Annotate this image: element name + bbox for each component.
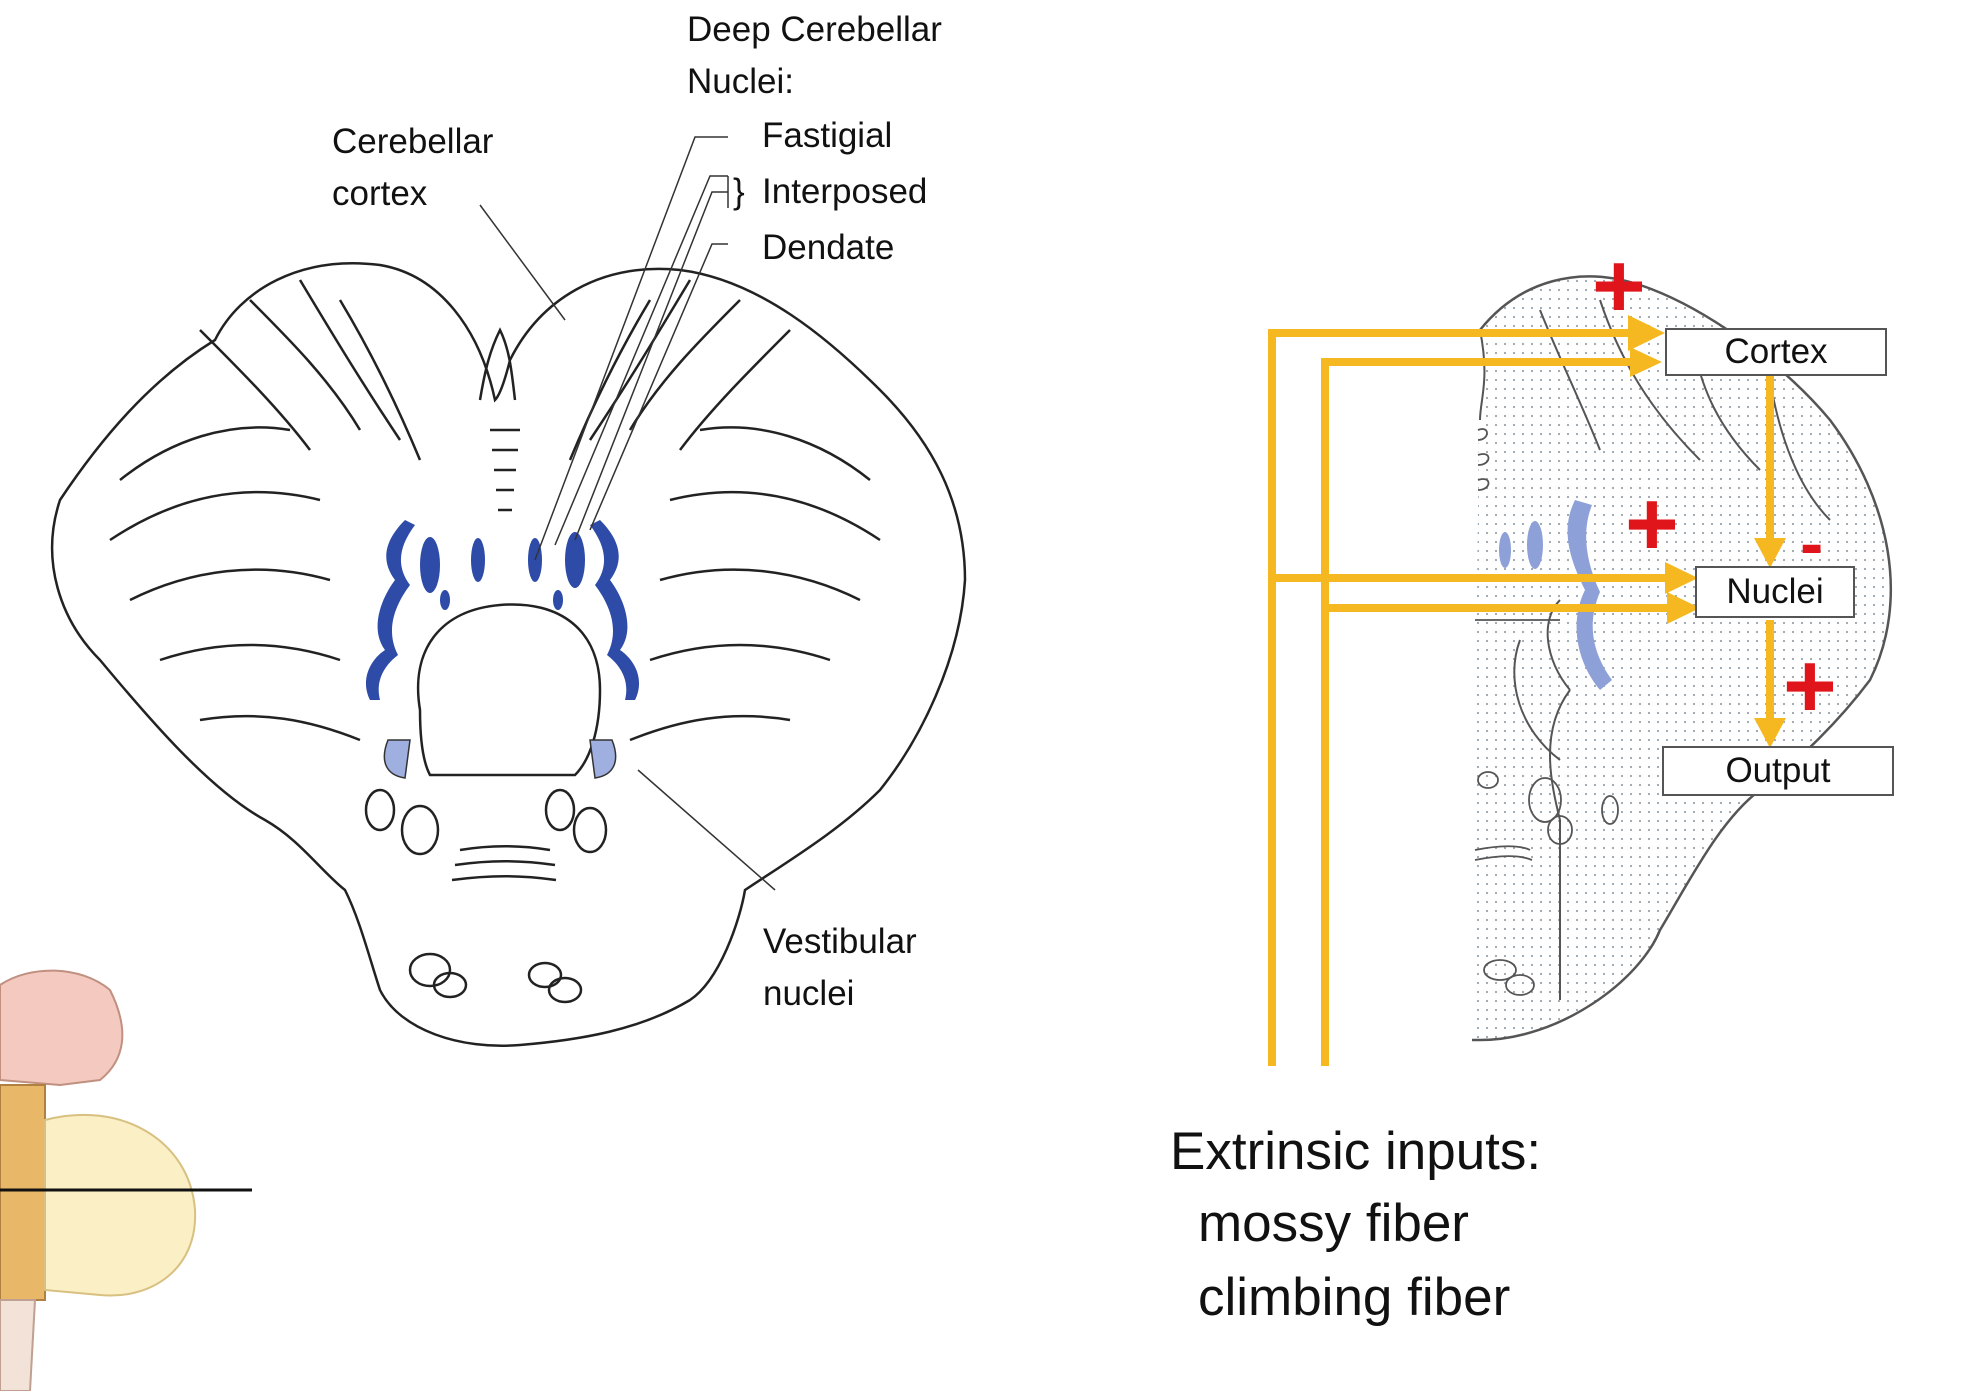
cerebellum-half-faded xyxy=(1472,275,1892,1042)
output-box: Output xyxy=(1662,746,1894,796)
dentate-nucleus-right xyxy=(590,520,640,700)
interposed-bracket: } xyxy=(733,172,745,211)
nuclei-box: Nuclei xyxy=(1695,566,1855,618)
fourth-ventricle xyxy=(416,603,602,777)
excitatory-sign-nuclei: + xyxy=(1625,473,1679,575)
deep-nuclei-heading-line2: Nuclei: xyxy=(687,62,794,101)
dentate-nucleus-left xyxy=(365,520,415,700)
fastigial-nucleus-left xyxy=(471,538,485,582)
leader-lines xyxy=(479,136,776,891)
brainstem-thumbnail xyxy=(0,969,252,1391)
cerebellar-cortex-label: Cerebellar cortex xyxy=(332,116,493,220)
dendate-label: Dendate xyxy=(762,228,895,267)
vestibular-nuclei-highlight xyxy=(383,739,617,779)
arrow-heads xyxy=(1628,315,1786,748)
vestibular-nuclei-label: Vestibular nuclei xyxy=(763,916,917,1020)
excitatory-sign-cortex: + xyxy=(1592,235,1646,337)
cortex-box: Cortex xyxy=(1665,328,1887,376)
inhibitory-sign-nuclei: - xyxy=(1800,504,1824,582)
deep-nuclei-heading-line1: Deep Cerebellar xyxy=(687,10,942,49)
circuit-arrows xyxy=(1268,329,1774,1066)
excitatory-sign-output: + xyxy=(1783,635,1837,737)
cortex-label-line2: cortex xyxy=(332,174,428,213)
cortex-label-line1: Cerebellar xyxy=(332,122,494,161)
interposed-nucleus-left xyxy=(420,537,440,593)
vestibular-label-line1: Vestibular xyxy=(763,922,917,961)
climbing-fiber-label: climbing fiber xyxy=(1198,1268,1511,1327)
cerebellum-section-drawing xyxy=(50,262,967,1047)
deep-nuclei-heading: Deep Cerebellar Nuclei: xyxy=(687,4,942,108)
fastigial-label: Fastigial xyxy=(762,116,893,155)
interposed-label: Interposed xyxy=(762,172,928,211)
extrinsic-inputs-heading: Extrinsic inputs: xyxy=(1170,1122,1542,1181)
vestibular-label-line2: nuclei xyxy=(763,974,855,1013)
interposed-nucleus-right xyxy=(565,532,585,588)
mossy-fiber-label: mossy fiber xyxy=(1198,1194,1469,1253)
midline-notch xyxy=(478,327,517,401)
cerebellum-outline xyxy=(50,262,967,1047)
